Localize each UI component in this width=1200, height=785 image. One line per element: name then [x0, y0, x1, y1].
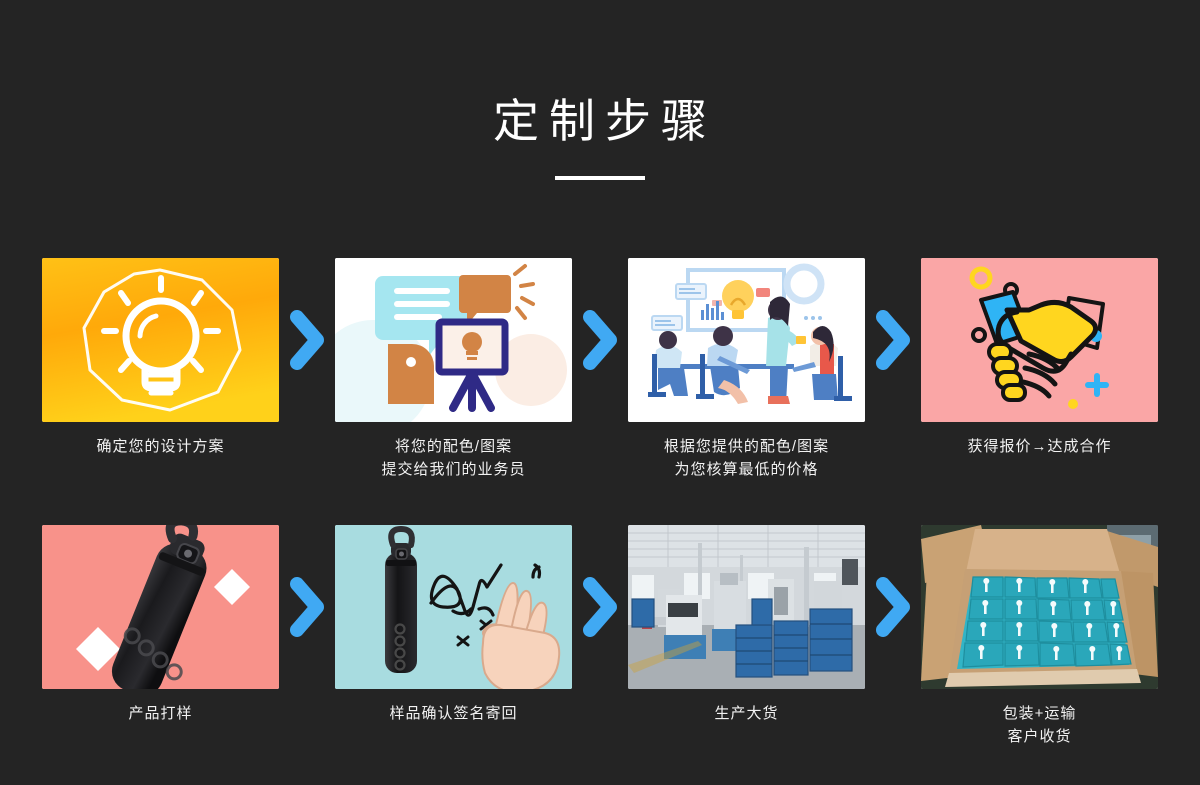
step-arrow-2	[572, 258, 628, 422]
step-arrow-3	[865, 258, 921, 422]
step-card-3[interactable]: 根据您提供的配色/图案 为您核算最低的价格	[628, 258, 865, 481]
step-caption-6: 样品确认签名寄回	[335, 702, 572, 725]
chevron-right-icon	[876, 310, 910, 370]
chevron-right-icon	[290, 310, 324, 370]
chevron-right-icon	[583, 577, 617, 637]
step-caption-line: 确定您的设计方案	[96, 438, 225, 455]
step-thumbnail-7	[628, 525, 865, 689]
step-caption-line: 样品确认签名寄回	[389, 705, 518, 722]
packed-carton-shipping-photo	[921, 525, 1158, 689]
step-arrow-6	[865, 525, 921, 689]
steps-grid: 确定您的设计方案	[42, 258, 1158, 748]
step-caption-2: 将您的配色/图案 提交给我们的业务员	[335, 435, 572, 481]
step-thumbnail-6	[335, 525, 572, 689]
title-underline-rule	[555, 176, 645, 180]
step-card-2[interactable]: 将您的配色/图案 提交给我们的业务员	[335, 258, 572, 481]
step-caption-line: 产品打样	[128, 705, 193, 722]
step-caption-4: 获得报价→达成合作	[921, 435, 1158, 458]
step-card-4[interactable]: 获得报价→达成合作	[921, 258, 1158, 458]
step-caption-line: 为您核算最低的价格	[674, 461, 819, 478]
page-header: 定制步骤	[0, 92, 1200, 180]
team-meeting-illustration	[628, 258, 865, 422]
step-card-6[interactable]: 样品确认签名寄回	[335, 525, 572, 725]
step-card-7[interactable]: 生产大货	[628, 525, 865, 725]
step-arrow-4	[279, 525, 335, 689]
step-caption-1: 确定您的设计方案	[42, 435, 279, 458]
step-thumbnail-3	[628, 258, 865, 422]
step-card-8[interactable]: 包装+运输 客户收货	[921, 525, 1158, 748]
page-title: 定制步骤	[493, 95, 717, 147]
step-thumbnail-4	[921, 258, 1158, 422]
lightbulb-idea-icon	[42, 258, 279, 422]
step-caption-line: 客户收货	[1007, 728, 1072, 745]
step-caption-7: 生产大货	[628, 702, 865, 725]
step-caption-line: 包装+运输	[1002, 705, 1077, 722]
step-arrow-5	[572, 525, 628, 689]
step-caption-3: 根据您提供的配色/图案 为您核算最低的价格	[628, 435, 865, 481]
sample-signature-approval-photo	[335, 525, 572, 689]
chevron-right-icon	[583, 310, 617, 370]
step-thumbnail-8	[921, 525, 1158, 689]
step-caption-8: 包装+运输 客户收货	[921, 702, 1158, 748]
step-caption-line: 提交给我们的业务员	[381, 461, 526, 478]
step-thumbnail-2	[335, 258, 572, 422]
step-caption-line: 根据您提供的配色/图案	[663, 438, 830, 455]
factory-production-photo	[628, 525, 865, 689]
step-card-1[interactable]: 确定您的设计方案	[42, 258, 279, 458]
step-thumbnail-1	[42, 258, 279, 422]
step-caption-5: 产品打样	[42, 702, 279, 725]
handshake-deal-illustration	[921, 258, 1158, 422]
step-card-5[interactable]: 产品打样	[42, 525, 279, 725]
step-thumbnail-5	[42, 525, 279, 689]
chevron-right-icon	[290, 577, 324, 637]
black-bottle-sample-photo	[42, 525, 279, 689]
steps-row-2: 产品打样	[42, 525, 1158, 748]
step-arrow-1	[279, 258, 335, 422]
steps-row-1: 确定您的设计方案	[42, 258, 1158, 481]
step-caption-line: 将您的配色/图案	[394, 438, 513, 455]
step-caption-line: 生产大货	[714, 705, 779, 722]
brainstorm-speech-bubbles-illustration	[335, 258, 572, 422]
step-caption-line: 获得报价→达成合作	[967, 438, 1112, 455]
chevron-right-icon	[876, 577, 910, 637]
